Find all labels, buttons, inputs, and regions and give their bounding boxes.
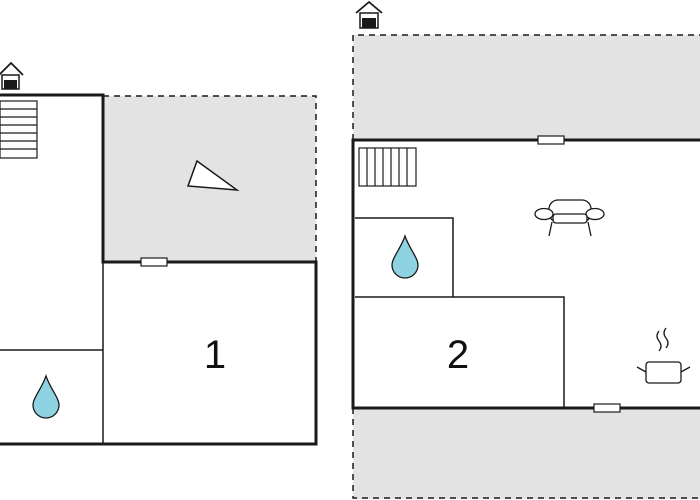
window-icon [537, 135, 565, 145]
floor-1-terrace-outline [103, 95, 317, 262]
house-entrance-icon [0, 61, 24, 90]
terrace-triangle-icon [186, 159, 240, 191]
floor-1-outer-wall [0, 93, 318, 446]
staircase-icon [358, 147, 417, 187]
floor-1-number: 1 [204, 333, 226, 377]
cooking-pot-icon [636, 327, 691, 384]
floor-2-number: 2 [447, 333, 469, 377]
floor-1: 1 [0, 61, 318, 446]
floor-2-room-wall [355, 296, 565, 408]
sofa-icon [534, 199, 605, 237]
floor-2-terrace-bottom [353, 408, 700, 499]
window-icon [593, 403, 621, 413]
staircase-icon [0, 100, 38, 159]
floor-2-bathroom-wall [355, 217, 454, 297]
floor-2-terrace-top [353, 35, 700, 140]
house-entrance-icon [355, 0, 383, 29]
floor-2-terrace-bottom-outline [352, 408, 700, 499]
water-drop-icon [32, 373, 60, 419]
floor-2-outer-wall [351, 138, 700, 410]
floor-2: 2 [351, 0, 700, 499]
floor-2-terrace-top-outline [352, 34, 700, 140]
water-drop-icon [391, 233, 419, 279]
window-icon [140, 257, 168, 267]
